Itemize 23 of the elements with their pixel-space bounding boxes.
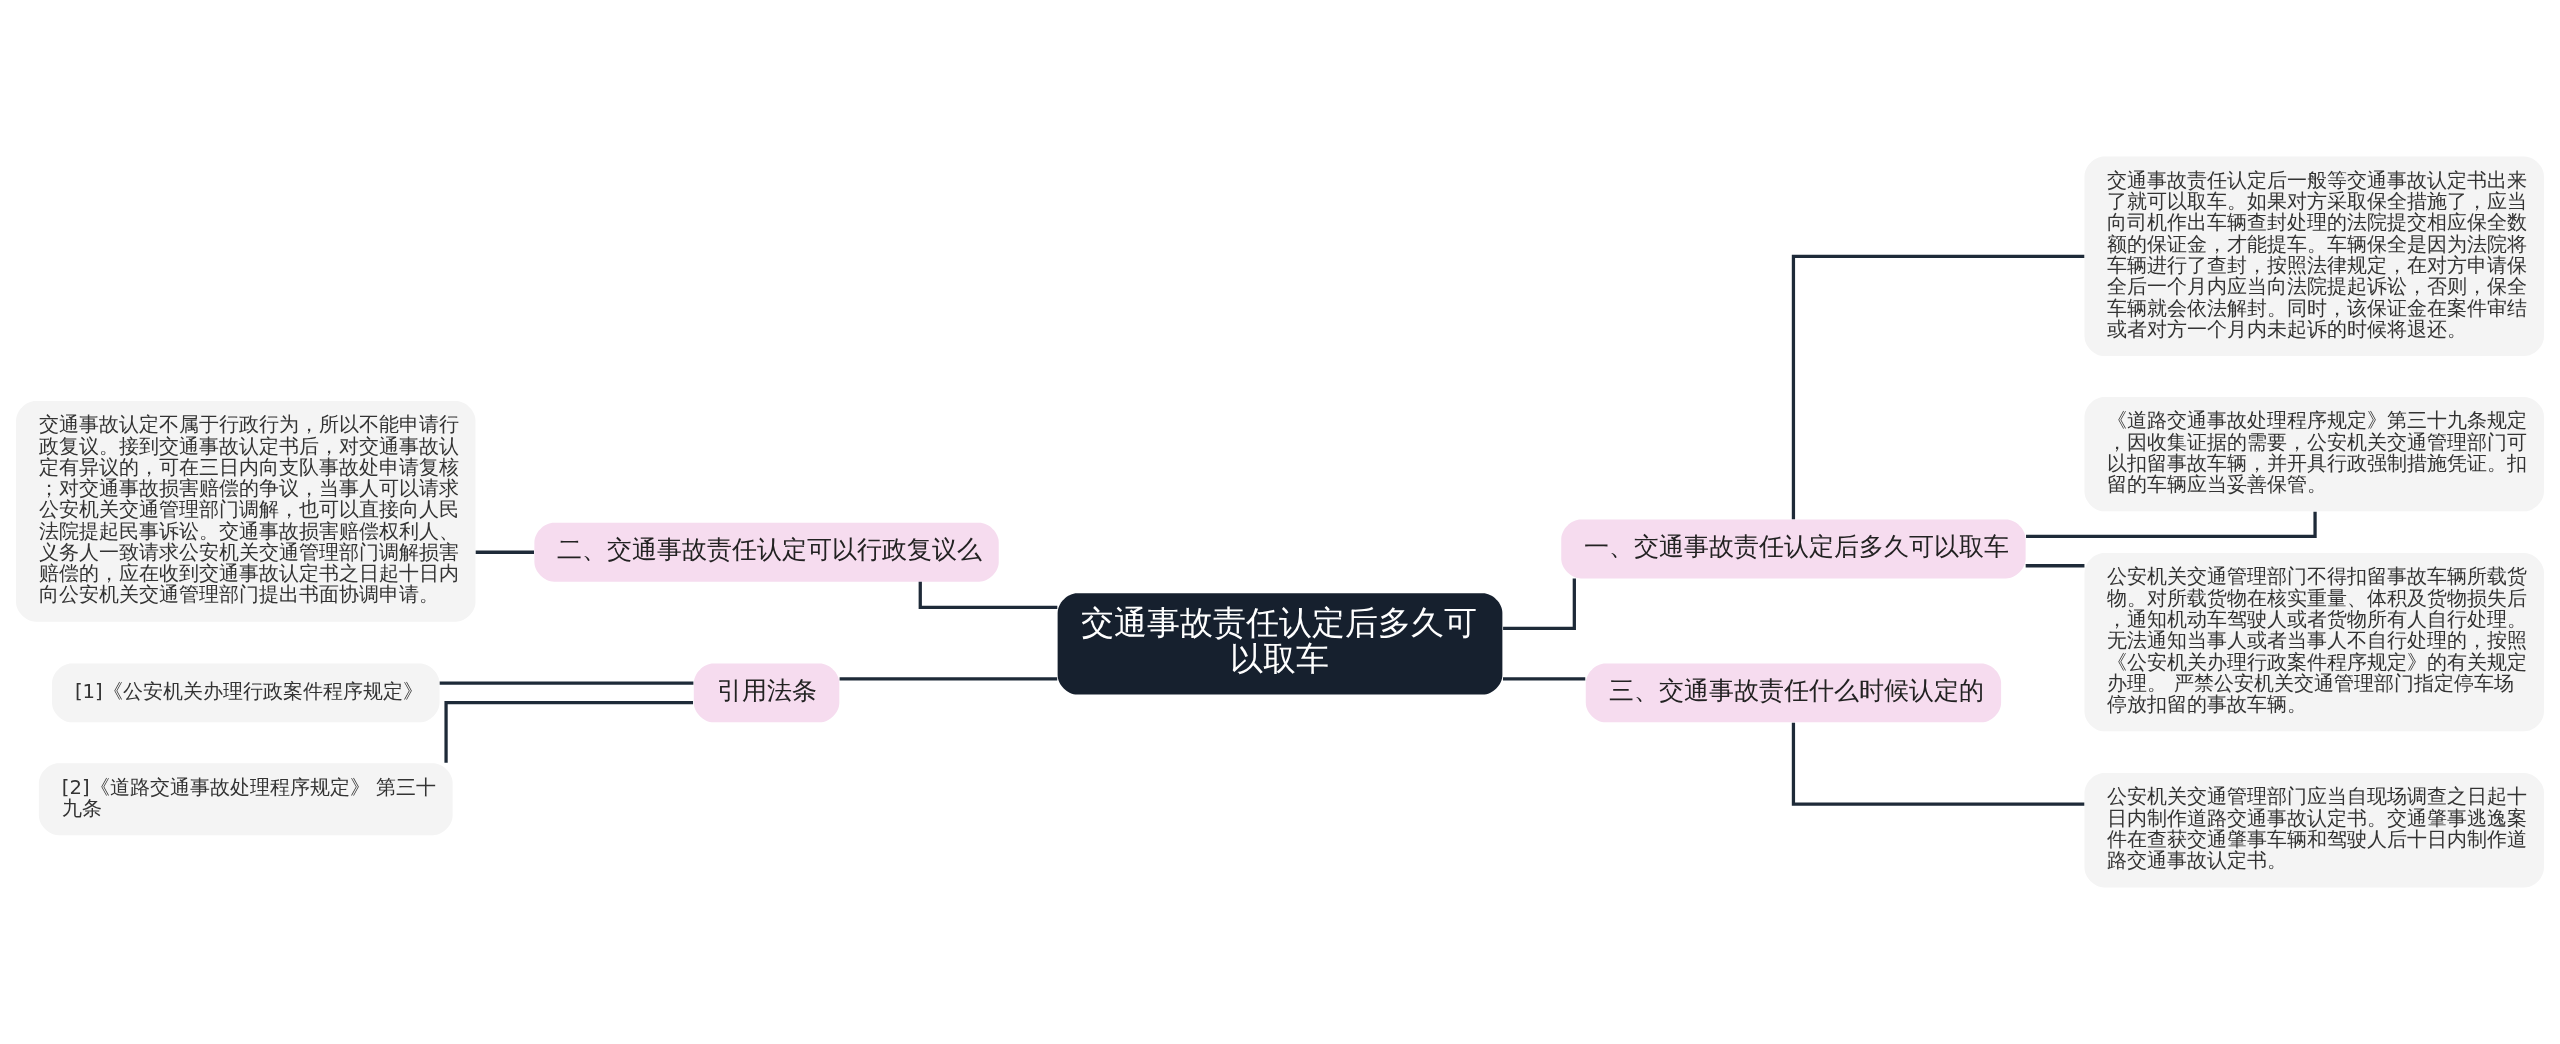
connector [1502, 677, 1586, 681]
node-box: [2]《道路交通事故处理程序规定》 第三十九条 [38, 763, 453, 836]
connector [439, 681, 694, 685]
node-box: [1]《公安机关办理行政案件程序规定》 [52, 663, 440, 723]
connector [2026, 511, 2317, 538]
node-box: 引用法条 [693, 663, 840, 723]
node-box: 一、交通事故责任认定后多久可以取车 [1561, 519, 2026, 579]
connector [2025, 564, 2085, 568]
connector [475, 550, 534, 554]
node-box: 交通事故责任认定后一般等交通事故认定书出来了就可以取车。如果对方采取保全措施了，应当向司机作出车辆查封处理的法院提交相应保全数额的保证金，才能提车。车辆保全是因为法院将车辆进行了查封，按照法律规定，在对方申请保全后一个月内应当向法院提起诉讼，否则，保全车辆就会依法解封。同时，该保证金在案件审结或者对方一个月内未起诉的时候将退还。 [2084, 156, 2544, 357]
node-box: 交通事故认定不属于行政行为，所以不能申请行政复议。接到交通事故认定书后，对交通事故认定有异议的，可在三日内向支队事故处申请复核；对交通事故损害赔偿的争议，当事人可以请求公安机关交通管理部门调解，也可以直接向人民法院提起民事诉讼。交通事故损害赔偿权利人、义务人一致请求公安机关交通管理部门调解损害赔偿的，应在收到交通事故认定书之日起十日内向公安机关交通管理部门提出书面协调申请。 [16, 401, 476, 622]
node-box: 《道路交通事故处理程序规定》第三十九条规定，因收集证据的需要，公安机关交通管理部门可以扣留事故车辆，并开具行政强制措施凭证。扣留的车辆应当妥善保管。 [2084, 396, 2544, 512]
connector [918, 581, 1058, 610]
node-box: 公安机关交通管理部门应当自现场调查之日起十日内制作道路交通事故认定书。交通肇事逃逸案件在查获交通肇事车辆和驾驶人后十日内制作道路交通事故认定书。 [2084, 773, 2544, 888]
node-box: 二、交通事故责任认定可以行政复议么 [534, 522, 999, 582]
node-box: 三、交通事故责任什么时候认定的 [1585, 663, 2002, 723]
connector [444, 701, 693, 763]
connector [1503, 578, 1576, 630]
connector [1791, 254, 2085, 520]
connector [839, 677, 1058, 681]
node-box: 公安机关交通管理部门不得扣留事故车辆所载货物。对所载货物在核实重量、体积及货物损失后，通知机动车驾驶人或者货物所有人自行处理。无法通知当事人或者当事人不自行处理的，按照《公安机关办理行政案件程序规定》的有关规定办理。 严禁公安机关交通管理部门指定停车场停放扣留的事故车辆。 [2084, 553, 2544, 732]
node-box: 交通事故责任认定后多久可以取车 [1057, 593, 1503, 695]
connector [1791, 722, 2085, 806]
